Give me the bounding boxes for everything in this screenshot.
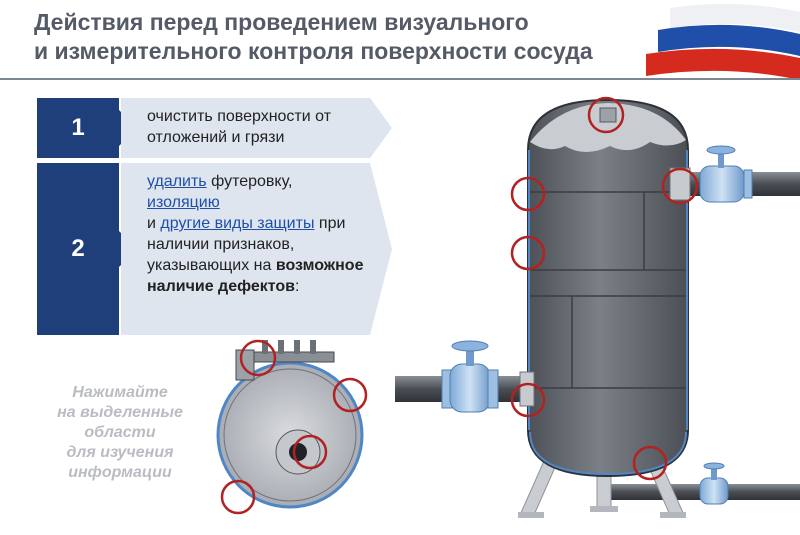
- hint-line-4: для изучения: [66, 444, 174, 461]
- insulation-panel-seams: [530, 191, 686, 389]
- hotspot-upper-seam[interactable]: [510, 176, 546, 212]
- left-valve-handwheel-icon: [451, 340, 489, 352]
- insulation-link[interactable]: изоляцию: [147, 194, 220, 211]
- hint-line-5: информации: [68, 464, 172, 481]
- hotspot-side-nozzle[interactable]: [510, 382, 546, 418]
- upper-valve-flange: [743, 169, 753, 199]
- remove-lining-link[interactable]: удалить: [147, 173, 207, 190]
- title-line-2: и измерительного контроля поверхности со…: [34, 38, 593, 64]
- hotspot-upper-nozzle[interactable]: [661, 167, 699, 205]
- hint-text: Нажимайте на выделенные области для изуч…: [30, 383, 210, 483]
- title-divider: [0, 78, 800, 80]
- hotspot-top-nozzle[interactable]: [587, 96, 625, 134]
- upper-valve-body: [699, 165, 745, 203]
- bolt-1: [262, 340, 268, 354]
- foot-left: [518, 512, 544, 518]
- page-title: Действия перед проведением визуального и…: [34, 8, 674, 66]
- upper-valve-handwheel-icon: [706, 145, 736, 155]
- step-2-text-3: при наличии признаков, указывающих на: [147, 215, 346, 274]
- bolt-2: [278, 340, 284, 354]
- top-nozzle: [599, 107, 617, 123]
- other-protection-link[interactable]: другие виды защиты: [160, 215, 315, 232]
- step-1-text: очистить поверхности от отложений и гряз…: [121, 98, 392, 158]
- cross-section-side-nozzle: [235, 349, 255, 381]
- left-valve-stem: [466, 346, 474, 366]
- vessel-body: [527, 98, 689, 478]
- bolt-3: [294, 340, 300, 354]
- step-1: 1 очистить поверхности от отложений и гр…: [37, 98, 392, 158]
- foot-center: [590, 506, 618, 512]
- drain-valve-body: [699, 477, 729, 505]
- step-2-text: удалить футеровку, изоляцию и другие вид…: [121, 163, 392, 335]
- russian-flag-ribbon: [646, 3, 800, 80]
- upper-nozzle-flange: [669, 167, 691, 201]
- side-nozzle-flange: [519, 371, 535, 407]
- vessel-top-coating: [530, 103, 686, 152]
- step-2-bold-text: возможное наличие дефектов: [147, 257, 364, 295]
- step-2-number: 2: [37, 163, 137, 335]
- left-valve-flange-right: [487, 369, 499, 409]
- hotspot-cross-section-bottom[interactable]: [220, 479, 256, 515]
- flag-red-stripe: [646, 48, 800, 80]
- cross-section-top-plate: [247, 351, 335, 363]
- step-2: 2 удалить футеровку, изоляцию и другие в…: [37, 163, 392, 335]
- step-2-text-4: :: [295, 278, 300, 295]
- cross-section-bore: [289, 443, 307, 461]
- drain-valve-stem: [711, 466, 717, 480]
- hint-line-1: Нажимайте: [72, 384, 168, 401]
- hotspot-cross-section-wall[interactable]: [332, 377, 368, 413]
- hotspot-middle-wall[interactable]: [510, 235, 546, 271]
- drain-valve-handwheel-icon: [703, 462, 725, 470]
- title-line-1: Действия перед проведением визуального: [34, 9, 529, 35]
- lining-bottom: [529, 431, 687, 476]
- foot-right: [660, 512, 686, 518]
- hotspot-bottom-weld[interactable]: [632, 445, 668, 481]
- hotspot-cross-section-flange[interactable]: [292, 434, 328, 470]
- hotspot-cross-section-nozzle[interactable]: [239, 339, 277, 377]
- left-valve-body: [449, 363, 491, 413]
- hint-line-2: на выделенные: [57, 404, 183, 421]
- cross-section-inner-wall: [223, 368, 357, 502]
- upper-valve-stem: [718, 150, 724, 168]
- flag-white-stripe: [670, 3, 800, 32]
- bolt-4: [310, 340, 316, 354]
- flag-blue-stripe: [658, 24, 800, 56]
- hint-line-3: области: [84, 424, 156, 441]
- step-2-text-2: и: [147, 215, 161, 232]
- step-2-text-1: футеровку,: [206, 173, 293, 190]
